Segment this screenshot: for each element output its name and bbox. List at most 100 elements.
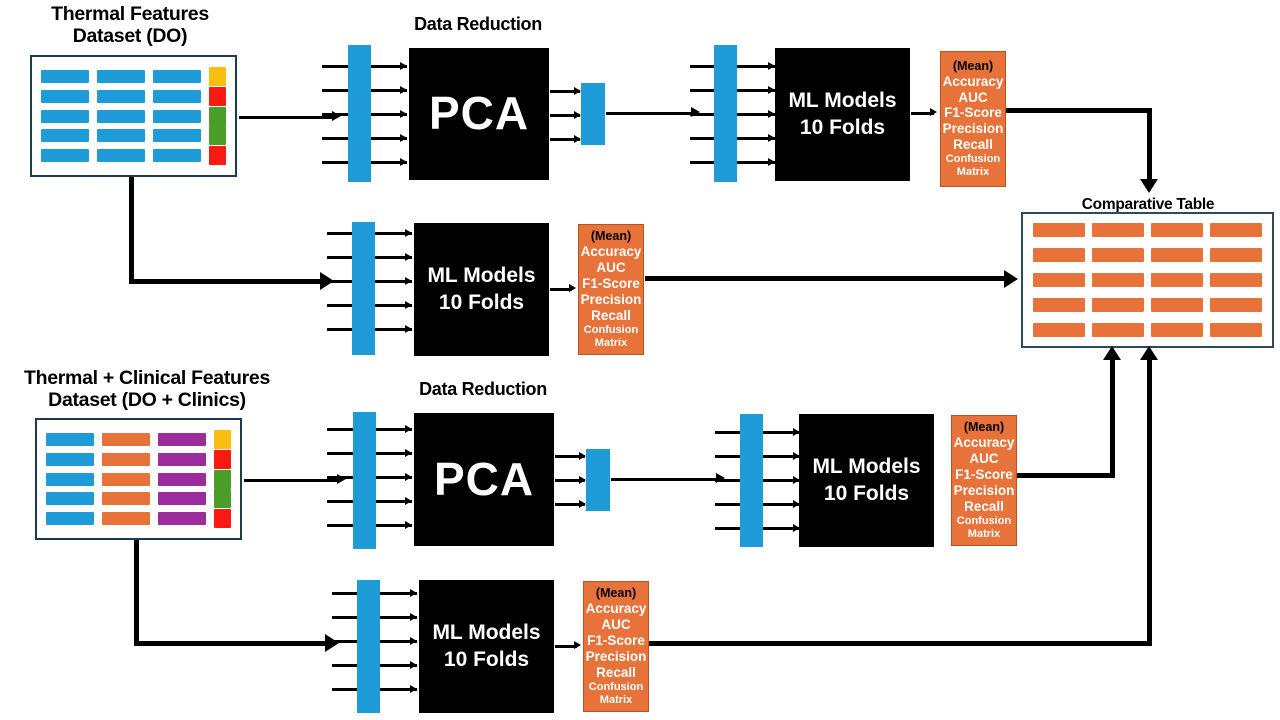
arrowhead-botdirect-to-table	[1140, 346, 1158, 360]
bottom-dataset-feature-cell	[101, 433, 150, 446]
bottom-dataset-label-flag	[213, 430, 231, 449]
data-reduction-label-bottom: Data Reduction	[419, 379, 547, 399]
comparative-table-cell	[1033, 298, 1085, 312]
comparative-table-cell	[1210, 273, 1262, 287]
comparative-table-panel[interactable]	[1021, 212, 1274, 348]
bottom-dataset-feature-cell	[157, 452, 206, 466]
connector-botpca-metrics-right	[1017, 473, 1115, 478]
bottom-dataset-feature-cell	[101, 452, 150, 466]
arrowhead-bot1-in-1	[405, 425, 412, 433]
metrics-header-top: (Mean)	[952, 58, 994, 73]
bottom-dataset-label-flag	[213, 449, 231, 469]
top-dataset-feature-cell	[152, 89, 201, 103]
top-dataset-label-flag	[208, 106, 226, 126]
arrowhead-bottom-dataset-branch2	[325, 634, 339, 652]
top-dataset-row	[41, 106, 226, 126]
top-dataset-title-line2: Dataset (DO)	[72, 24, 188, 47]
thermal-features-dataset-panel[interactable]	[30, 55, 237, 177]
arrowhead-bot2-in-3	[793, 476, 800, 484]
metric-matrix-mid: Matrix	[594, 336, 628, 349]
ml-models-block-mid[interactable]: ML Models 10 Folds	[414, 223, 549, 356]
metric-f1-top: F1-Score	[944, 105, 1002, 121]
metric-accuracy-top: Accuracy	[942, 73, 1004, 89]
feed-line-bot-pca-out-1	[555, 455, 585, 458]
top-dataset-label-flag	[208, 146, 226, 165]
pca-block-top[interactable]: PCA	[409, 48, 549, 180]
metric-recall-bot-direct: Recall	[596, 664, 636, 680]
comparative-table-cell	[1092, 273, 1144, 287]
arrowhead-top-pca-out-3	[574, 135, 581, 143]
metrics-box-bottom-pca[interactable]: (Mean) Accuracy AUC F1-Score Precision R…	[951, 415, 1017, 546]
feed-line-top-pca-out-1	[550, 90, 580, 93]
data-reduction-label-top: Data Reduction	[414, 14, 542, 34]
bottom-dataset-feature-cell	[157, 512, 206, 525]
metric-accuracy-bot-direct: Accuracy	[585, 601, 647, 617]
arrowhead-top-metrics-to-table	[1140, 179, 1158, 193]
top-dataset-feature-cell	[96, 89, 145, 103]
comparative-table-row	[1033, 273, 1262, 287]
metric-matrix-top: Matrix	[956, 166, 990, 179]
bottom-dataset-feature-cell	[46, 512, 94, 525]
metric-precision-bot-direct: Precision	[585, 648, 647, 664]
arrowhead-top2-in-1	[768, 62, 775, 70]
metric-auc-bot-direct: AUC	[601, 617, 631, 633]
connector-top-dataset-to-branch1	[239, 116, 335, 119]
arrowhead-top1-in-1	[400, 62, 407, 70]
arrowhead-bot1-in-2	[405, 449, 412, 457]
metric-f1-bot-pca: F1-Score	[955, 466, 1013, 482]
metrics-box-top[interactable]: (Mean) Accuracy AUC F1-Score Precision R…	[940, 51, 1006, 187]
metric-f1-mid: F1-Score	[582, 275, 640, 291]
ml-label-line2-mid: 10 Folds	[438, 290, 525, 314]
input-bar-top-pca	[348, 45, 371, 182]
arrowhead-top-dataset-branch1	[332, 111, 341, 121]
metric-auc-bot-pca: AUC	[969, 451, 999, 467]
metric-precision-mid: Precision	[580, 291, 642, 307]
thermal-clinical-dataset-panel[interactable]	[35, 418, 242, 540]
comparative-table-cell	[1092, 248, 1144, 262]
metrics-box-mid[interactable]: (Mean) Accuracy AUC F1-Score Precision R…	[578, 224, 644, 355]
arrowhead-bot-pca-out-1	[579, 452, 586, 460]
metric-confusion-bot-direct: Confusion	[588, 680, 644, 693]
arrowhead-bot3-in-3	[410, 637, 417, 645]
ml-label-line1-mid: ML Models	[427, 264, 536, 288]
top-dataset-feature-cell	[41, 109, 89, 123]
bottom-dataset-feature-cell	[157, 472, 206, 486]
metrics-box-bottom-direct[interactable]: (Mean) Accuracy AUC F1-Score Precision R…	[583, 581, 649, 712]
connector-mid-ml-to-metrics	[550, 288, 572, 291]
connector-top-metrics-right	[1006, 108, 1152, 113]
comparative-table-cell	[1033, 248, 1085, 262]
metric-f1-bot-direct: F1-Score	[587, 632, 645, 648]
top-dataset-label-flag	[208, 86, 226, 106]
metric-auc-top: AUC	[958, 89, 988, 105]
ml-models-block-bottom-pca[interactable]: ML Models 10 Folds	[799, 414, 934, 547]
arrowhead-bottom-pca-to-ml	[716, 473, 725, 483]
connector-botpca-metrics-up	[1110, 358, 1115, 476]
top-dataset-row	[41, 126, 226, 146]
arrowhead-bot1-in-4	[405, 497, 412, 505]
ml-models-block-bottom-direct[interactable]: ML Models 10 Folds	[419, 580, 554, 713]
feed-line-bot-pca-out-2	[555, 479, 585, 482]
bottom-dataset-feature-cell	[46, 433, 94, 446]
input-bar-bottom-ml	[740, 414, 763, 547]
comparative-table-row	[1033, 248, 1262, 262]
metric-confusion-top: Confusion	[945, 153, 1001, 166]
connector-bottom-dataset-down	[134, 540, 139, 644]
arrowhead-bot3-in-5	[410, 685, 417, 693]
arrowhead-bottom-dataset-branch1	[337, 474, 346, 484]
top-dataset-feature-cell	[41, 149, 89, 162]
connector-mid-metrics-to-table	[645, 276, 1009, 281]
bottom-dataset-row	[46, 469, 231, 489]
metric-precision-bot-pca: Precision	[953, 482, 1015, 498]
connector-top-ml-to-metrics	[911, 112, 934, 115]
pca-block-bottom[interactable]: PCA	[414, 413, 554, 546]
metric-accuracy-mid: Accuracy	[580, 244, 642, 260]
arrowhead-bot-pca-out-3	[579, 500, 586, 508]
arrowhead-bot2-in-4	[793, 500, 800, 508]
bottom-dataset-title-line1: Thermal + Clinical Features	[23, 367, 271, 389]
bottom-dataset-feature-cell	[46, 472, 94, 486]
feed-line-top-pca-out-2	[550, 114, 580, 117]
ml-models-block-top[interactable]: ML Models 10 Folds	[775, 48, 910, 181]
bottom-dataset-row	[46, 509, 231, 528]
comparative-table-cell	[1151, 248, 1203, 262]
top-dataset-label-flag	[208, 126, 226, 146]
